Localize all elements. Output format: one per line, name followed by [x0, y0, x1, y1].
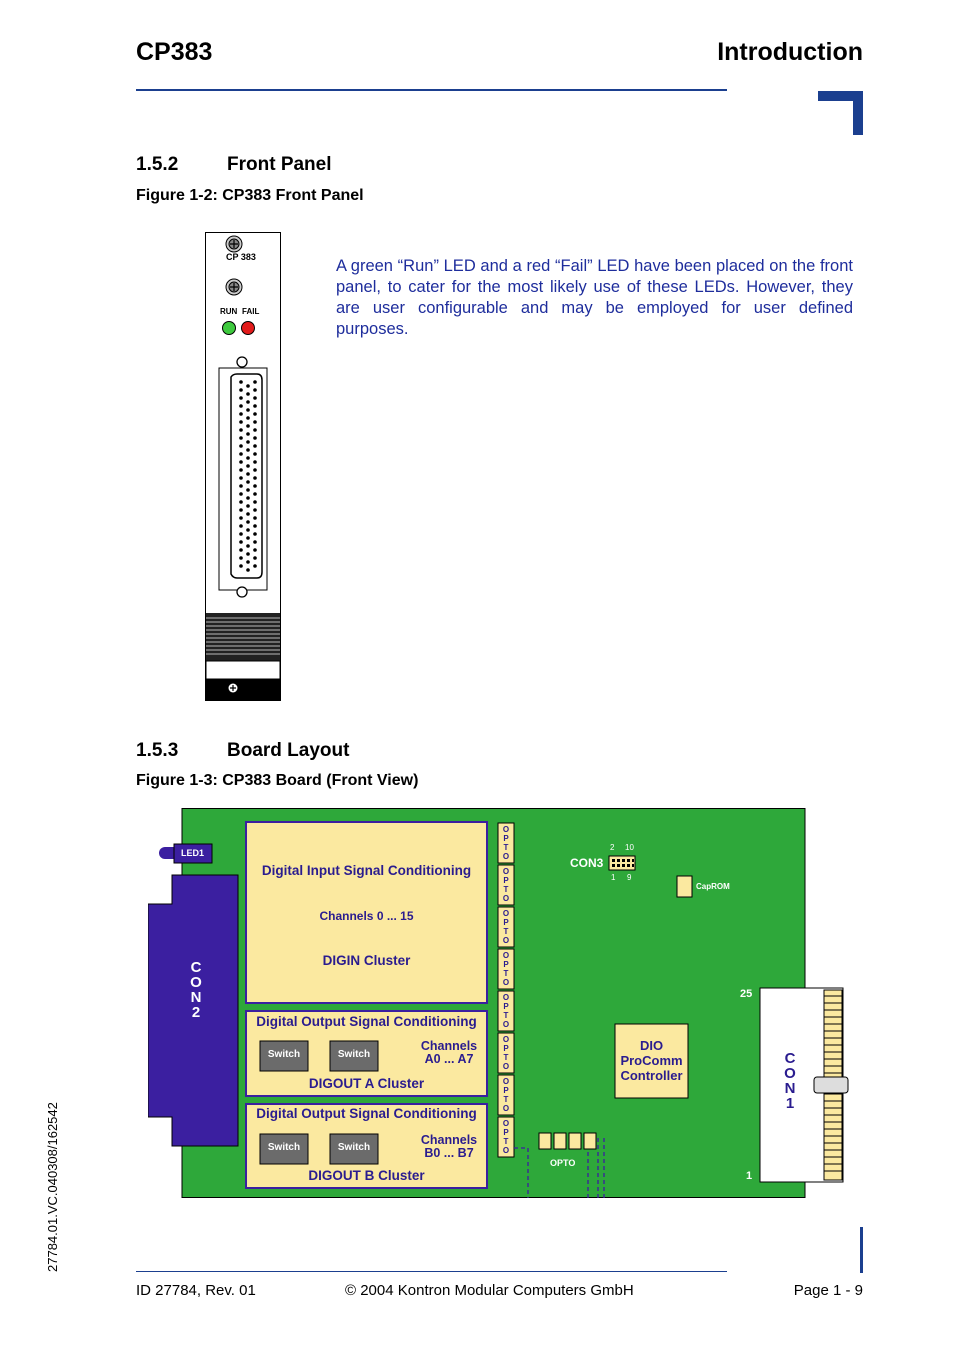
digout-a-switch-2: Switch — [337, 1049, 371, 1060]
footer-corner-mark — [860, 1227, 863, 1273]
con3-label: CON3 — [570, 856, 604, 870]
section-title: Front Panel — [227, 154, 332, 175]
front-panel-figure: CP 383 RUN FAIL — [205, 232, 281, 701]
digin-cluster: DIGIN Cluster — [322, 953, 411, 968]
header-product: CP383 — [136, 38, 213, 66]
footer-page: Page 1 - 9 — [793, 1282, 863, 1299]
digin-channels: Channels 0 ... 15 — [319, 909, 414, 923]
digout-b-title: Digital Output Signal Conditioning — [256, 1106, 477, 1121]
section-number: 1.5.2 — [136, 154, 179, 175]
caprom-label: CapROM — [696, 882, 730, 891]
section-title-board: Board Layout — [227, 740, 350, 761]
digout-a-switch-1: Switch — [267, 1049, 301, 1060]
con3-pin-9: 9 — [627, 873, 632, 882]
digout-a-title: Digital Output Signal Conditioning — [256, 1014, 477, 1029]
con3-pin-2: 2 — [610, 843, 615, 852]
header-rule — [136, 89, 727, 91]
led-description: A green “Run” LED and a red “Fail” LED h… — [336, 257, 853, 338]
document-id-vertical: 27784.01.VC.040308/162542 — [45, 1102, 60, 1272]
section-number-board: 1.5.3 — [136, 740, 179, 761]
corner-mark-icon — [818, 91, 863, 135]
con3-pin-10: 10 — [625, 843, 634, 852]
footer-copyright: © 2004 Kontron Modular Computers GmbH — [345, 1282, 634, 1299]
digin-title: Digital Input Signal Conditioning — [261, 863, 472, 878]
footer-rule — [136, 1271, 727, 1272]
con3-pin-1: 1 — [611, 873, 616, 882]
figure-caption: Figure 1-2: CP383 Front Panel — [136, 187, 364, 204]
opto-label: OPTO — [550, 1158, 576, 1168]
fail-label: FAIL — [242, 307, 260, 316]
digout-b-switch-2: Switch — [337, 1142, 371, 1153]
digout-b-cluster: DIGOUT B Cluster — [308, 1168, 425, 1183]
panel-model-label: CP 383 — [226, 252, 256, 262]
board-drawing — [148, 808, 849, 1198]
front-panel-drawing — [205, 232, 281, 701]
run-label: RUN — [220, 307, 238, 316]
figure-caption-board: Figure 1-3: CP383 Board (Front View) — [136, 772, 419, 789]
header-chapter: Introduction — [717, 38, 863, 66]
digout-b-switch-1: Switch — [267, 1142, 301, 1153]
con1-pin-1: 1 — [746, 1170, 753, 1182]
led1-label: LED1 — [181, 848, 205, 858]
digout-a-cluster: DIGOUT A Cluster — [308, 1076, 425, 1091]
footer-id: ID 27784, Rev. 01 — [136, 1282, 256, 1299]
con1-pin-25: 25 — [740, 988, 753, 1000]
